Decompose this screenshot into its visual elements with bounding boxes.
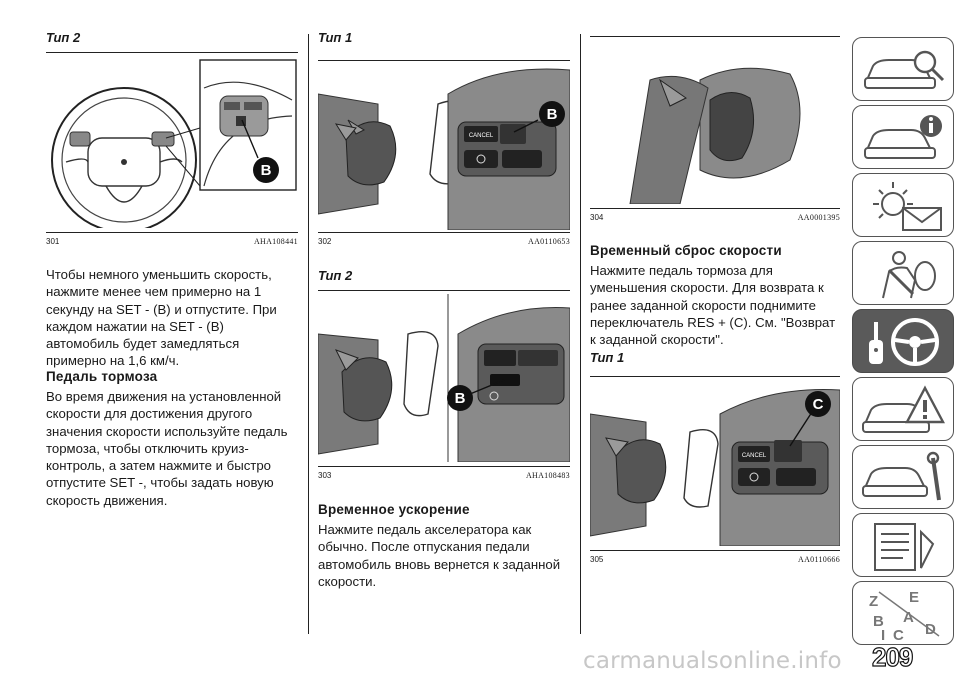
tab-starting-driving[interactable] — [852, 309, 954, 373]
warning-light-message-icon — [873, 182, 942, 231]
page-number: 209 — [871, 641, 914, 672]
paragraph-brake-pedal: Во время движения на установленной скоро… — [46, 389, 288, 508]
figure-305: CANCEL C — [590, 380, 840, 546]
svg-text:E: E — [909, 589, 919, 606]
car-search-icon — [864, 50, 945, 89]
figure-type-label: Тип 1 — [318, 30, 353, 45]
callout-c: C — [813, 396, 824, 413]
cruise-switch-illustration: B — [318, 294, 570, 462]
tab-car-search[interactable] — [852, 37, 954, 101]
paragraph-temporary-speed-reset: Нажмите педаль тормоза для уменьшения ск… — [590, 263, 836, 348]
figure-304 — [590, 40, 840, 204]
figure-caption: 305 AA0110666 — [590, 550, 840, 564]
svg-text:B: B — [873, 613, 884, 630]
watermark: carmanualsonline.info — [583, 648, 842, 674]
top-rule — [318, 290, 570, 291]
column-divider-right — [580, 34, 581, 634]
cancel-label: CANCEL — [742, 453, 767, 459]
figure-code: AA0110666 — [798, 555, 840, 564]
tab-warning-lights[interactable] — [852, 173, 954, 237]
tab-car-info[interactable] — [852, 105, 954, 169]
figure-type-label: Тип 2 — [46, 30, 81, 45]
figure-code: AHA108483 — [525, 471, 570, 480]
figure-caption: 302 AA0110653 — [318, 232, 570, 246]
figure-number: 305 — [590, 555, 604, 564]
tab-maintenance[interactable] — [852, 445, 954, 509]
callout-b: B — [455, 390, 466, 407]
seatbelt-airbag-icon — [882, 251, 936, 299]
paragraph-set-minus: Чтобы немного уменьшить скорость, нажмит… — [46, 267, 277, 369]
figure-caption: 304 AA0001395 — [590, 208, 840, 222]
figure-301: B — [46, 58, 298, 228]
cancel-label: CANCEL — [469, 133, 494, 139]
tab-index[interactable]: ZE BA ICD — [852, 581, 954, 645]
key-steering-wheel-icon — [869, 318, 939, 366]
top-rule — [46, 52, 298, 53]
heading-temporary-acceleration: Временное ускорение — [318, 502, 470, 517]
tab-emergency[interactable] — [852, 377, 954, 441]
figure-caption: 301 AHA108441 — [46, 232, 298, 246]
heading-brake-pedal: Педаль тормоза — [46, 369, 158, 384]
car-wrench-icon — [862, 451, 941, 501]
tab-specifications[interactable] — [852, 513, 954, 577]
svg-text:C: C — [893, 627, 904, 642]
steering-wheel-illustration: B — [51, 59, 297, 228]
figure-number: 302 — [318, 237, 332, 246]
heading-temporary-speed-reset: Временный сброс скорости — [590, 243, 782, 258]
figure-302: CANCEL B — [318, 64, 570, 230]
figure-number: 301 — [46, 237, 60, 246]
top-rule — [590, 376, 840, 377]
paragraph-temporary-acceleration: Нажмите педаль акселератора как обычно. … — [318, 522, 561, 589]
svg-text:A: A — [903, 609, 914, 626]
figure-type-label: Тип 2 — [318, 268, 353, 283]
top-rule — [590, 36, 840, 37]
figure-type-label: Тип 1 — [590, 350, 625, 365]
emergency-warning-icon — [862, 385, 945, 433]
callout-b: B — [547, 106, 558, 123]
document-list-icon — [874, 523, 935, 571]
figure-303: B — [318, 294, 570, 462]
figure-number: 303 — [318, 471, 332, 480]
tab-safety[interactable] — [852, 241, 954, 305]
svg-text:Z: Z — [869, 593, 878, 610]
car-info-icon — [864, 115, 942, 159]
figure-code: AA0001395 — [797, 213, 840, 222]
figure-caption: 303 AHA108483 — [318, 466, 570, 480]
alphabet-index-icon: ZE BA ICD — [869, 589, 940, 642]
brake-pedal-illustration — [590, 40, 840, 204]
callout-b: B — [261, 162, 272, 179]
figure-code: AHA108441 — [253, 237, 298, 246]
cruise-switch-illustration: CANCEL B — [318, 68, 570, 230]
cruise-switch-illustration: CANCEL C — [590, 389, 840, 546]
column-divider-left — [308, 34, 309, 634]
top-rule — [318, 60, 570, 61]
figure-code: AA0110653 — [528, 237, 570, 246]
svg-text:I: I — [881, 627, 885, 642]
figure-number: 304 — [590, 213, 604, 222]
